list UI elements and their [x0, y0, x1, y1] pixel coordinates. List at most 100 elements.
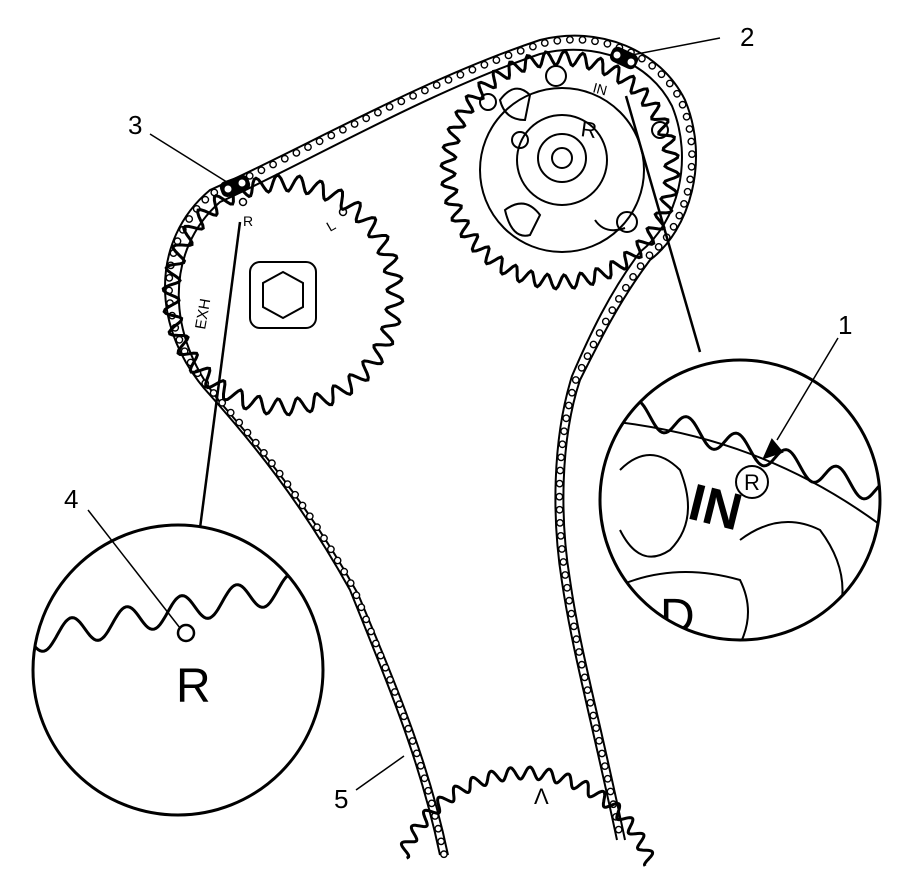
chain-link-pin	[269, 160, 277, 169]
chain-link-pin	[257, 166, 266, 175]
chain-link-pin	[267, 459, 276, 468]
chain-link-pin	[558, 440, 567, 449]
chain-link-pin	[577, 660, 586, 669]
chain-link-pin	[362, 114, 371, 123]
callout-line-5	[355, 755, 405, 791]
zoom-intake: D IN R	[598, 358, 882, 642]
chain-link-pin	[468, 65, 477, 74]
chain-link-pin	[424, 786, 433, 795]
chain-link-pin	[209, 389, 218, 397]
chain-link-pin	[682, 112, 691, 121]
intake-label: IN	[591, 79, 609, 98]
chain-link-pin	[555, 479, 564, 488]
chain-link-pin	[557, 453, 565, 462]
chain-link-pin	[420, 86, 429, 95]
chain-link-pin	[313, 523, 321, 532]
chain-link-pin	[439, 850, 448, 859]
callout-4: 4	[64, 484, 78, 514]
chain-link-pin	[648, 61, 657, 70]
intake-bolt-4	[479, 93, 497, 111]
callout-line-1	[776, 337, 839, 441]
intake-phaser-body	[479, 87, 645, 253]
chain-link-pin	[555, 492, 564, 501]
chain-link-pin	[540, 39, 549, 47]
chain-link-pin	[280, 154, 289, 163]
chain-link-pin	[603, 774, 612, 783]
chain-link-pin	[492, 56, 501, 64]
chain-link-pin	[680, 199, 688, 208]
chain-link-pin	[320, 534, 328, 543]
chain-link-pin	[416, 761, 425, 770]
chain-link-pin	[556, 532, 565, 540]
callout-lines	[87, 37, 839, 791]
chain-link-pin	[686, 175, 695, 184]
chain-link-pin	[456, 70, 465, 79]
chain-link-pin	[315, 137, 324, 146]
chain-link-pin	[376, 651, 385, 660]
chain-link-pin	[444, 76, 453, 84]
chain-link-pin	[420, 774, 429, 783]
chain-link-pin	[687, 137, 696, 146]
chain-link-pin	[251, 438, 260, 447]
chain-link-pin	[678, 100, 687, 109]
intake-vane-3	[594, 219, 626, 232]
chain-link-pin	[592, 724, 601, 732]
zoom-intake-vane-2	[739, 521, 844, 611]
chain-link-pin	[608, 306, 617, 315]
intake-vane-1	[503, 202, 542, 237]
chain-link-pin	[390, 688, 399, 696]
crank-mark: Λ	[534, 784, 549, 809]
chain-link-pin	[675, 211, 684, 220]
chain-link-pin	[586, 698, 595, 707]
chain-link-pin	[386, 676, 394, 684]
chain-link-pin	[226, 408, 235, 417]
exhaust-label: EXH	[192, 297, 214, 330]
chain-link-pin	[340, 567, 349, 576]
chain-link-pin	[399, 712, 408, 721]
chain-link-pin	[434, 824, 443, 833]
chain-link-pin	[516, 47, 525, 55]
chain-link-pin	[562, 414, 571, 423]
leader-zoom-exhaust	[198, 221, 242, 529]
exhaust-sprocket: EXH R L	[161, 173, 405, 417]
chain-link-pin	[175, 335, 184, 344]
chain-link-pin	[654, 242, 663, 251]
intake-bolt-2	[616, 211, 638, 233]
chain-link-pin	[367, 627, 375, 636]
chain-link-pin	[412, 749, 421, 758]
chain-link-pin	[559, 558, 568, 566]
chain-link-pin	[589, 711, 598, 720]
chain-link-pin	[409, 92, 417, 100]
chain-link-pin	[338, 125, 347, 134]
chain-link-pin	[572, 635, 581, 644]
chain-link-pin	[614, 825, 623, 834]
chain-link-pin	[601, 317, 610, 326]
callout-3: 3	[128, 110, 142, 140]
intake-vane-2	[498, 87, 532, 122]
chain-link-pin	[556, 466, 565, 475]
exhaust-mark-dot	[238, 197, 248, 207]
chain-link-pin	[570, 622, 578, 631]
zoom-intake-frame	[598, 358, 882, 642]
chain-link-pin	[395, 700, 404, 709]
chain-link-pin	[259, 448, 268, 457]
chain-link-pin	[571, 376, 580, 384]
chain-link-pin	[555, 505, 564, 514]
intake-sprocket-teeth	[439, 49, 681, 291]
chain-link-pin	[327, 131, 336, 140]
chain-link-pin	[283, 480, 292, 488]
chain-link-pin	[245, 171, 254, 180]
chain-link-pin	[371, 639, 380, 648]
chain-link-pin	[687, 162, 696, 171]
chain-link-pin	[595, 329, 604, 337]
chain-link-pin	[304, 143, 312, 152]
exhaust-mark-r: R	[243, 213, 253, 229]
timing-link-highlights	[219, 46, 639, 197]
chain-link-pin	[350, 120, 359, 128]
chain-outer-edge	[164, 34, 697, 856]
intake-bolt-1	[545, 65, 567, 87]
exhaust-mark-l: L	[324, 217, 339, 235]
intake-sprocket: R IN	[439, 49, 681, 291]
zoom-intake-teeth	[600, 398, 880, 501]
leader-lines	[198, 95, 702, 529]
